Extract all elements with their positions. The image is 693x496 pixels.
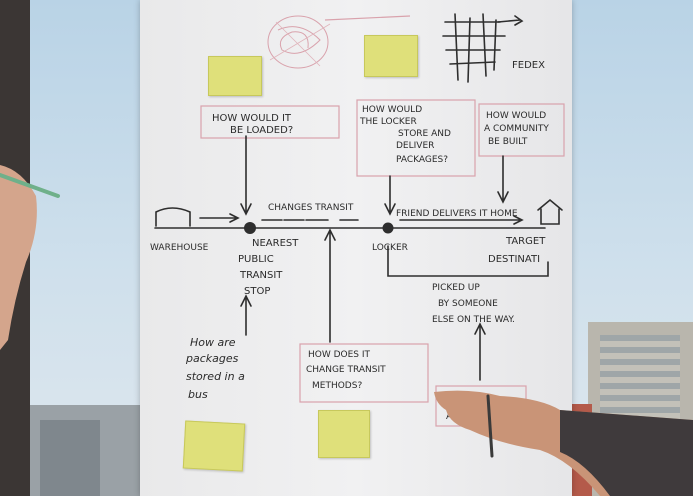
- changes-transit-label: CHANGES TRANSIT: [268, 203, 354, 213]
- red-sketch-circle: [267, 15, 411, 69]
- question-box-community: [478, 103, 565, 157]
- warehouse-icon: [155, 207, 191, 227]
- target-destination-label: TARGET DESTINATI: [488, 236, 548, 265]
- question-locker: HOW WOULD THE LOCKER STORE AND DELIVER P…: [359, 105, 454, 165]
- house-icon: [537, 198, 563, 225]
- down-arrows: [240, 135, 509, 216]
- question-transit: HOW DOES IT CHANGE TRANSIT METHODS?: [306, 350, 388, 391]
- question-stored: How are packages stored in a bus: [185, 336, 248, 401]
- grid-map-doodle: [442, 13, 524, 83]
- building-left-2: [40, 420, 100, 496]
- question-community: HOW WOULD A COMMUNITY BE BUILT: [484, 111, 552, 147]
- locker-label: LOCKER: [372, 243, 408, 253]
- question-loaded: HOW WOULD IT BE LOADED?: [212, 113, 294, 136]
- sticky-note-2: [364, 35, 418, 77]
- nearest-stop-label: NEAREST PUBLIC TRANSIT STOP: [238, 238, 302, 297]
- question-box-locker: [356, 99, 476, 177]
- sticky-note-4: [318, 410, 370, 458]
- question-box-loaded: [200, 105, 340, 139]
- friend-delivers-label: FRIEND DELIVERS IT HOME: [396, 209, 518, 219]
- timeline: [154, 213, 549, 277]
- left-hand: [0, 165, 60, 350]
- question-box-transit: [299, 343, 429, 403]
- right-hand: [434, 390, 693, 496]
- warehouse-label: WAREHOUSE: [150, 243, 209, 253]
- fedex-label: FEDEX: [512, 60, 545, 71]
- picked-up-label: PICKED UP BY SOMEONE ELSE ON THE WAY.: [432, 283, 515, 325]
- up-arrows: [240, 228, 486, 381]
- sticky-note-1: [208, 56, 262, 96]
